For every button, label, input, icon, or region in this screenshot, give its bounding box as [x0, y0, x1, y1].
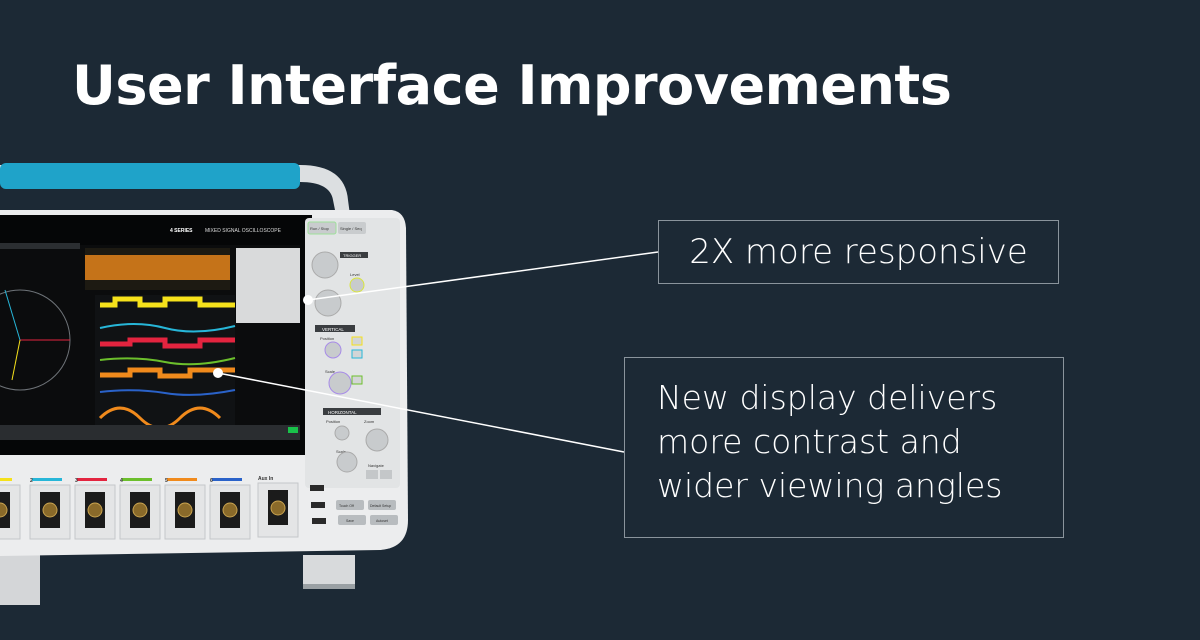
save-button[interactable]: [338, 515, 366, 525]
vertical-scale-knob[interactable]: [328, 371, 352, 395]
callout-line: more contrast and: [657, 422, 962, 461]
svg-text:Position: Position: [326, 419, 340, 424]
callout-line: wider viewing angles: [657, 466, 1003, 505]
trigger-section-label: TRIGGER: [343, 253, 361, 258]
run-stop-button[interactable]: [307, 221, 337, 235]
foot-right: [303, 555, 355, 588]
settings-bar: [0, 425, 300, 440]
bnc-connector[interactable]: [132, 502, 148, 518]
channel-color-bar: [77, 478, 107, 481]
usb-port: [311, 502, 325, 508]
channel-color-bar: [32, 478, 62, 481]
aux-in-connector: [270, 500, 286, 516]
callout-line: New display delivers: [657, 378, 998, 417]
model-label: MIXED SIGNAL OSCILLOSCOPE: [205, 228, 282, 234]
navigate-right-button[interactable]: [380, 470, 392, 479]
trigger-level-knob[interactable]: [349, 277, 365, 293]
bnc-connector[interactable]: [42, 502, 58, 518]
horizontal-position-knob[interactable]: [334, 425, 350, 441]
channel-number: 6: [210, 478, 213, 484]
vertical-position-knob[interactable]: [324, 341, 342, 359]
aux-in-label: Aux In: [258, 476, 273, 482]
series-label: 4 SERIES: [170, 228, 193, 234]
horizontal-section-label: HORIZONTAL: [328, 410, 357, 415]
svg-text:Navigate: Navigate: [368, 463, 385, 468]
svg-text:Level: Level: [350, 272, 360, 277]
channel-color-bar: [0, 478, 12, 481]
svg-text:Position: Position: [320, 336, 334, 341]
usb-port: [310, 485, 324, 491]
svg-text:Scale: Scale: [336, 449, 347, 454]
waveform-area: [95, 295, 235, 425]
zoom-knob[interactable]: [365, 428, 389, 452]
bnc-connector[interactable]: [222, 502, 238, 518]
channel-number: 4: [120, 478, 123, 484]
callout-dot-display: [213, 368, 223, 378]
vertical-section-label: VERTICAL: [322, 327, 344, 332]
svg-text:Zoom: Zoom: [364, 419, 375, 424]
svg-text:Single / Seq: Single / Seq: [340, 226, 362, 231]
svg-text:Autoset: Autoset: [376, 519, 388, 523]
svg-text:Touch Off: Touch Off: [339, 504, 354, 508]
default-setup-button[interactable]: [368, 500, 396, 510]
svg-text:Save: Save: [346, 519, 354, 523]
usb-port: [312, 518, 326, 524]
svg-text:Default Setup: Default Setup: [370, 504, 391, 508]
touch-off-button[interactable]: [336, 500, 364, 510]
channel-color-bar: [122, 478, 152, 481]
navigate-left-button[interactable]: [366, 470, 378, 479]
bnc-connector[interactable]: [87, 502, 103, 518]
handle-grip: [0, 163, 300, 189]
channel-number: 2: [30, 478, 33, 484]
autoset-button[interactable]: [370, 515, 398, 525]
multipurpose-knob-a[interactable]: [311, 251, 339, 279]
channel-color-bar: [212, 478, 242, 481]
callout-responsive: 2X more responsive: [658, 220, 1059, 284]
channel-number: 5: [165, 478, 168, 484]
results-table: [236, 248, 300, 323]
channel-number: 3: [75, 478, 78, 484]
single-seq-button[interactable]: [338, 222, 366, 234]
multipurpose-knob-b[interactable]: [314, 289, 342, 317]
channel-color-bar: [167, 478, 197, 481]
headline: User Interface Improvements: [72, 54, 952, 117]
foot-left: [0, 555, 40, 605]
bnc-connector[interactable]: [177, 502, 193, 518]
horizontal-scale-knob[interactable]: [336, 451, 358, 473]
callout-line-display: [217, 372, 625, 453]
svg-text:Scale: Scale: [325, 369, 336, 374]
callout-dot-responsive: [303, 295, 313, 305]
callout-line-responsive: [307, 251, 659, 301]
bnc-connector[interactable]: [0, 502, 8, 518]
svg-text:Run / Stop: Run / Stop: [310, 226, 330, 231]
callout-display: New display delivers more contrast and w…: [624, 357, 1064, 538]
